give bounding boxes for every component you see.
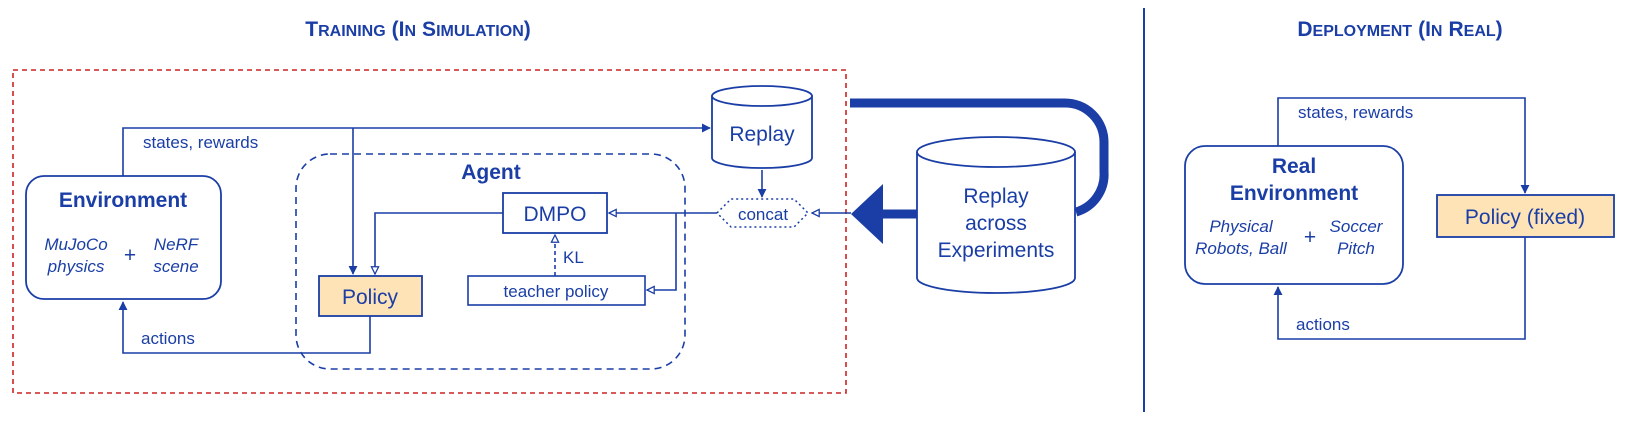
real-states-rewards-label: states, rewards: [1298, 103, 1413, 122]
real-env-to-policy-edge: [1277, 97, 1530, 194]
soccer-label-line1: Soccer: [1330, 217, 1384, 236]
policy-fixed-label: Policy (fixed): [1465, 206, 1585, 229]
kl-label: KL: [563, 248, 584, 267]
mujoco-label-line1: MuJoCo: [44, 235, 107, 254]
real-environment-label-line1: Real: [1272, 155, 1316, 178]
real-actions-label: actions: [1296, 315, 1350, 334]
dmpo-to-policy-edge: [375, 212, 503, 274]
policy-fixed-node: Policy (fixed): [1436, 194, 1615, 238]
replay-label: Replay: [729, 123, 795, 146]
replay-across-line2: across: [965, 212, 1027, 235]
plus-sign: +: [124, 244, 136, 267]
policy-label: Policy: [342, 286, 399, 309]
dmpo-node: DMPO: [502, 192, 608, 234]
environment-label: Environment: [59, 189, 187, 212]
nerf-label-line1: NeRF: [154, 235, 200, 254]
policy-to-real-env-edge: [1273, 237, 1526, 340]
teacher-policy-label: teacher policy: [504, 282, 609, 301]
replay-across-experiments-node: Replay across Experiments: [916, 136, 1076, 294]
concat-to-teacher-edge: [647, 213, 677, 290]
mujoco-label-line2: physics: [47, 257, 105, 276]
replay-node: Replay: [711, 85, 813, 169]
real-environment-node: Real Environment Physical Robots, Ball +…: [1184, 145, 1404, 285]
dmpo-label: DMPO: [524, 203, 587, 226]
physical-label-line1: Physical: [1209, 217, 1274, 236]
nerf-label-line2: scene: [153, 257, 198, 276]
concat-node: concat: [715, 198, 810, 228]
agent-label: Agent: [461, 161, 521, 184]
teacher-policy-node: teacher policy: [467, 275, 646, 306]
agent-boundary: [295, 153, 686, 370]
soccer-label-line2: Pitch: [1337, 239, 1375, 258]
actions-label: actions: [141, 329, 195, 348]
states-rewards-label: states, rewards: [143, 133, 258, 152]
replay-across-line1: Replay: [963, 185, 1029, 208]
env-to-replay-edge: [122, 123, 711, 176]
concat-label: concat: [738, 205, 788, 224]
policy-to-env-edge: [118, 301, 371, 354]
real-plus-sign: +: [1304, 226, 1316, 249]
real-environment-label-line2: Environment: [1230, 182, 1358, 205]
replay-across-line3: Experiments: [938, 239, 1055, 262]
training-boundary: [12, 69, 847, 394]
policy-node: Policy: [318, 275, 423, 317]
physical-label-line2: Robots, Ball: [1195, 239, 1288, 258]
replay-sync-loop: [850, 98, 1109, 217]
replay-to-concat-thick-arrowhead: [851, 184, 883, 244]
environment-node: Environment MuJoCo physics + NeRF scene: [25, 175, 222, 300]
